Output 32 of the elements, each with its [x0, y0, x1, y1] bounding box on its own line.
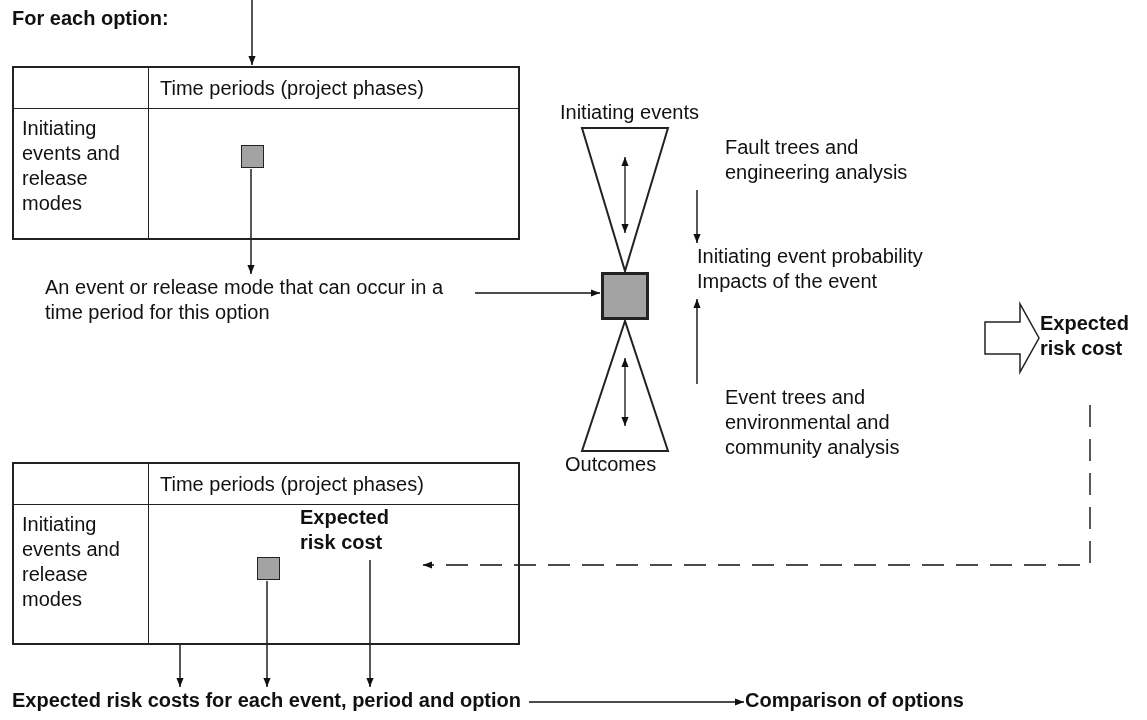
bold-label: Expected risk costs for each event, period and option — [12, 688, 521, 713]
column-header: Time periods (project phases) — [160, 472, 424, 497]
marker-square — [257, 557, 280, 580]
column-header: Time periods (project phases) — [160, 76, 424, 101]
text-label: An event or release mode that can occur in a time period for this option — [45, 275, 444, 325]
row-header: Initiating events and release modes — [22, 116, 121, 216]
arrow — [528, 698, 745, 706]
triangle-caption: Outcomes — [565, 452, 657, 477]
text-label: Impacts of the event — [697, 269, 879, 294]
arrow — [247, 168, 255, 275]
table — [12, 66, 520, 240]
text-label: Initiating event probability — [697, 244, 924, 269]
text-label: Fault trees and engineering analysis — [725, 135, 909, 185]
triangle-heading: Initiating events — [560, 100, 699, 125]
heading: For each option: — [12, 6, 169, 31]
arrow — [176, 644, 184, 688]
bold-label: Expected risk cost — [300, 505, 390, 555]
row-header: Initiating events and release modes — [22, 512, 121, 612]
table — [12, 462, 520, 645]
bold-label: Expected risk cost — [1040, 311, 1130, 361]
text-label: Event trees and environmental and community analysis — [725, 385, 901, 460]
marker-square — [241, 145, 264, 168]
arrow — [248, 0, 256, 66]
arrow — [474, 289, 601, 297]
event-square — [601, 272, 649, 320]
arrow — [366, 559, 374, 688]
bold-label: Comparison of options — [745, 688, 964, 713]
arrow — [693, 189, 701, 244]
block-arrow — [984, 301, 1040, 375]
arrow — [263, 580, 271, 688]
dashed-arrow — [422, 404, 1091, 569]
arrow — [693, 298, 701, 385]
